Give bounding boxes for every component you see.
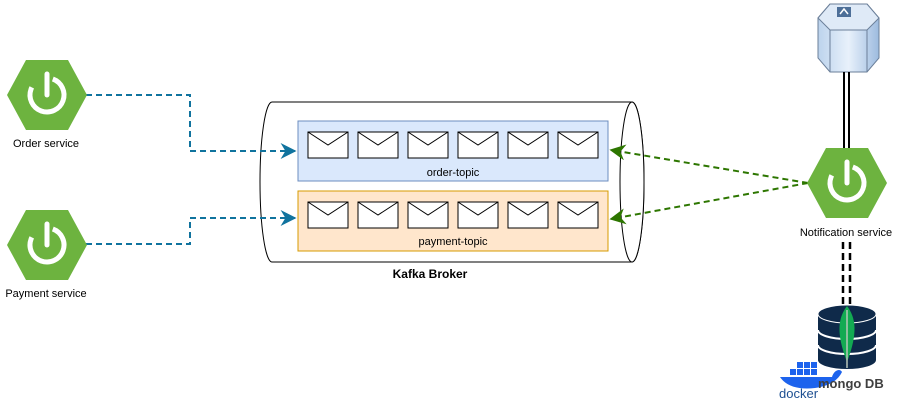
envelope-icon [357,131,399,159]
notification-service-label: Notification service [800,227,892,239]
envelope-icon [407,201,449,229]
envelope-icon [557,131,599,159]
payment-service-node[interactable] [7,210,87,280]
envelope-icon [357,201,399,229]
envelope-icon [507,201,549,229]
envelope-icon [307,201,349,229]
envelope-icon [457,131,499,159]
server-icon [817,3,880,73]
envelope-icon [507,131,549,159]
docker-whale-icon [780,362,842,389]
envelope-icon [307,131,349,159]
message-envelopes [307,131,599,229]
db-connector [841,242,852,306]
notification-from-payment-arrow [609,182,809,225]
power-icon [27,225,67,265]
envelope-icon [557,201,599,229]
envelope-icon [407,131,449,159]
payment-to-topic-arrow [86,210,297,245]
server-connector [843,72,850,150]
order-topic-box [297,120,609,182]
order-to-topic-arrow [86,94,297,159]
docker-text: docker [779,386,819,400]
order-service-node[interactable] [7,60,87,130]
notification-service-node[interactable] [807,148,887,218]
order-topic-label: order-topic [427,167,480,179]
power-icon [27,75,67,115]
notification-from-order-arrow [609,144,809,184]
order-service-label: Order service [13,138,79,150]
payment-topic-box [297,190,609,252]
mongodb-text: mongo DB [818,376,884,391]
envelope-icon [457,201,499,229]
payment-service-label: Payment service [5,288,86,300]
kafka-broker-label: Kafka Broker [393,267,468,281]
payment-topic-label: payment-topic [418,236,488,248]
mongodb-leaf-icon [839,306,855,368]
